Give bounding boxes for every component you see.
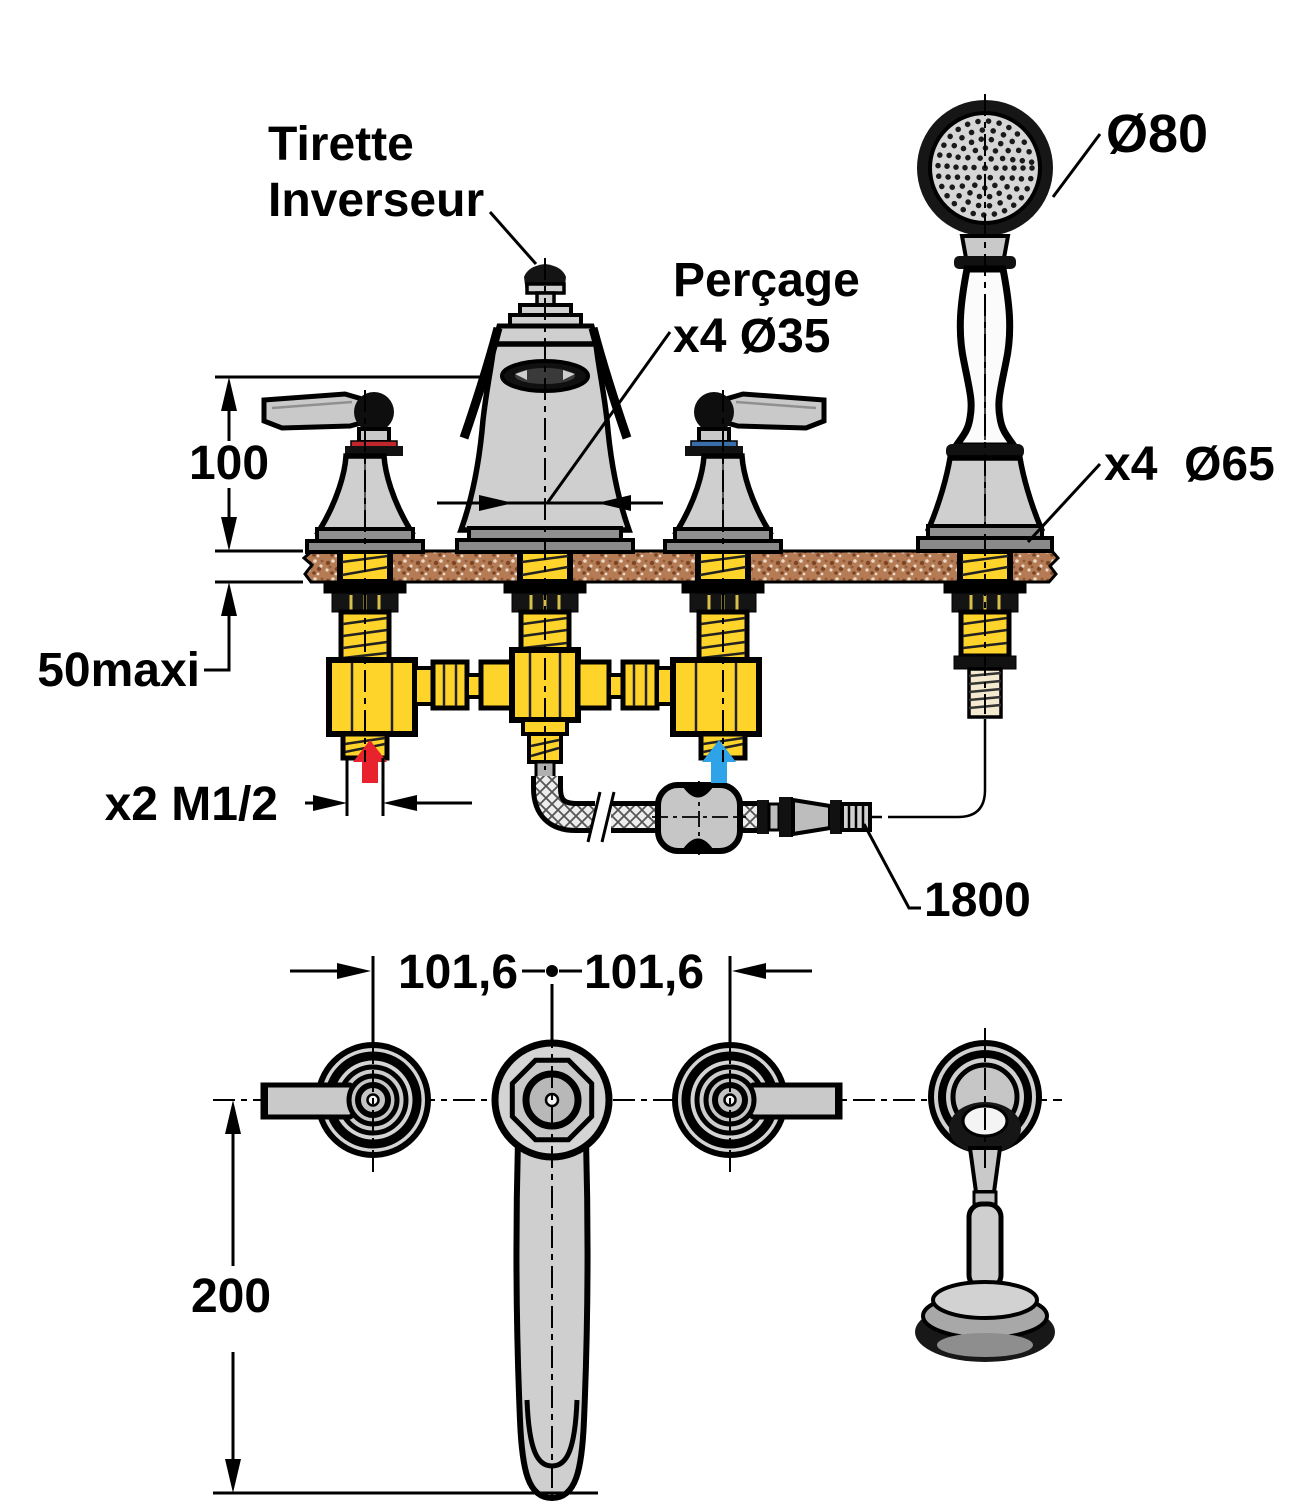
plan-hot-handle [260, 1030, 431, 1172]
plan-view: 101,6 101,6 200 [191, 946, 1062, 1502]
dim-inlet-threads: x2 M1/2 [105, 778, 278, 831]
dim-spacing-left: 101,6 [398, 946, 518, 999]
label-drilling-line2: x4 Ø35 [673, 310, 830, 363]
hot-handle [261, 391, 425, 554]
plan-hand-shower [915, 1028, 1055, 1362]
cold-handle [663, 391, 827, 554]
cold-inlet-arrow [702, 740, 736, 783]
mounting-deck [301, 549, 1061, 584]
hose-break [588, 792, 614, 842]
label-hose-length: 1800 [924, 874, 1031, 927]
label-diverter-line2: Inverseur [268, 174, 484, 227]
dim-deck-thickness: 50maxi [37, 644, 200, 697]
label-drilling-line1: Perçage [673, 254, 860, 307]
dim-spout-reach: 200 [191, 1270, 271, 1323]
cold-valve-underbody [670, 548, 765, 761]
dim-spacing-right: 101,6 [584, 946, 704, 999]
shower-hose [531, 719, 987, 855]
under-deck-manifold [323, 548, 1027, 780]
cold-supply-pipe [575, 659, 677, 711]
hot-inlet-arrow [353, 740, 387, 783]
hose-weight [652, 781, 746, 855]
dim-spout-height: 100 [189, 437, 269, 490]
elevation-view: 100 50maxi x2 M1/2 Tirette Inverseur [37, 94, 1275, 927]
label-trim-diameter: x4 Ø65 [1104, 438, 1275, 491]
hot-supply-pipe [413, 659, 515, 711]
hot-valve-underbody [323, 548, 418, 761]
hand-shower [916, 100, 1054, 553]
hose-connector [757, 797, 872, 837]
label-head-diameter: Ø80 [1106, 104, 1208, 164]
elevation-dimensions: 100 50maxi x2 M1/2 Tirette Inverseur [37, 104, 1275, 927]
plan-cold-handle [672, 1030, 843, 1172]
label-diverter-line1: Tirette [268, 118, 414, 171]
elevation-centerlines [364, 94, 986, 770]
plan-dimensions: 101,6 101,6 200 [191, 946, 812, 1495]
plan-spout [491, 1026, 613, 1502]
